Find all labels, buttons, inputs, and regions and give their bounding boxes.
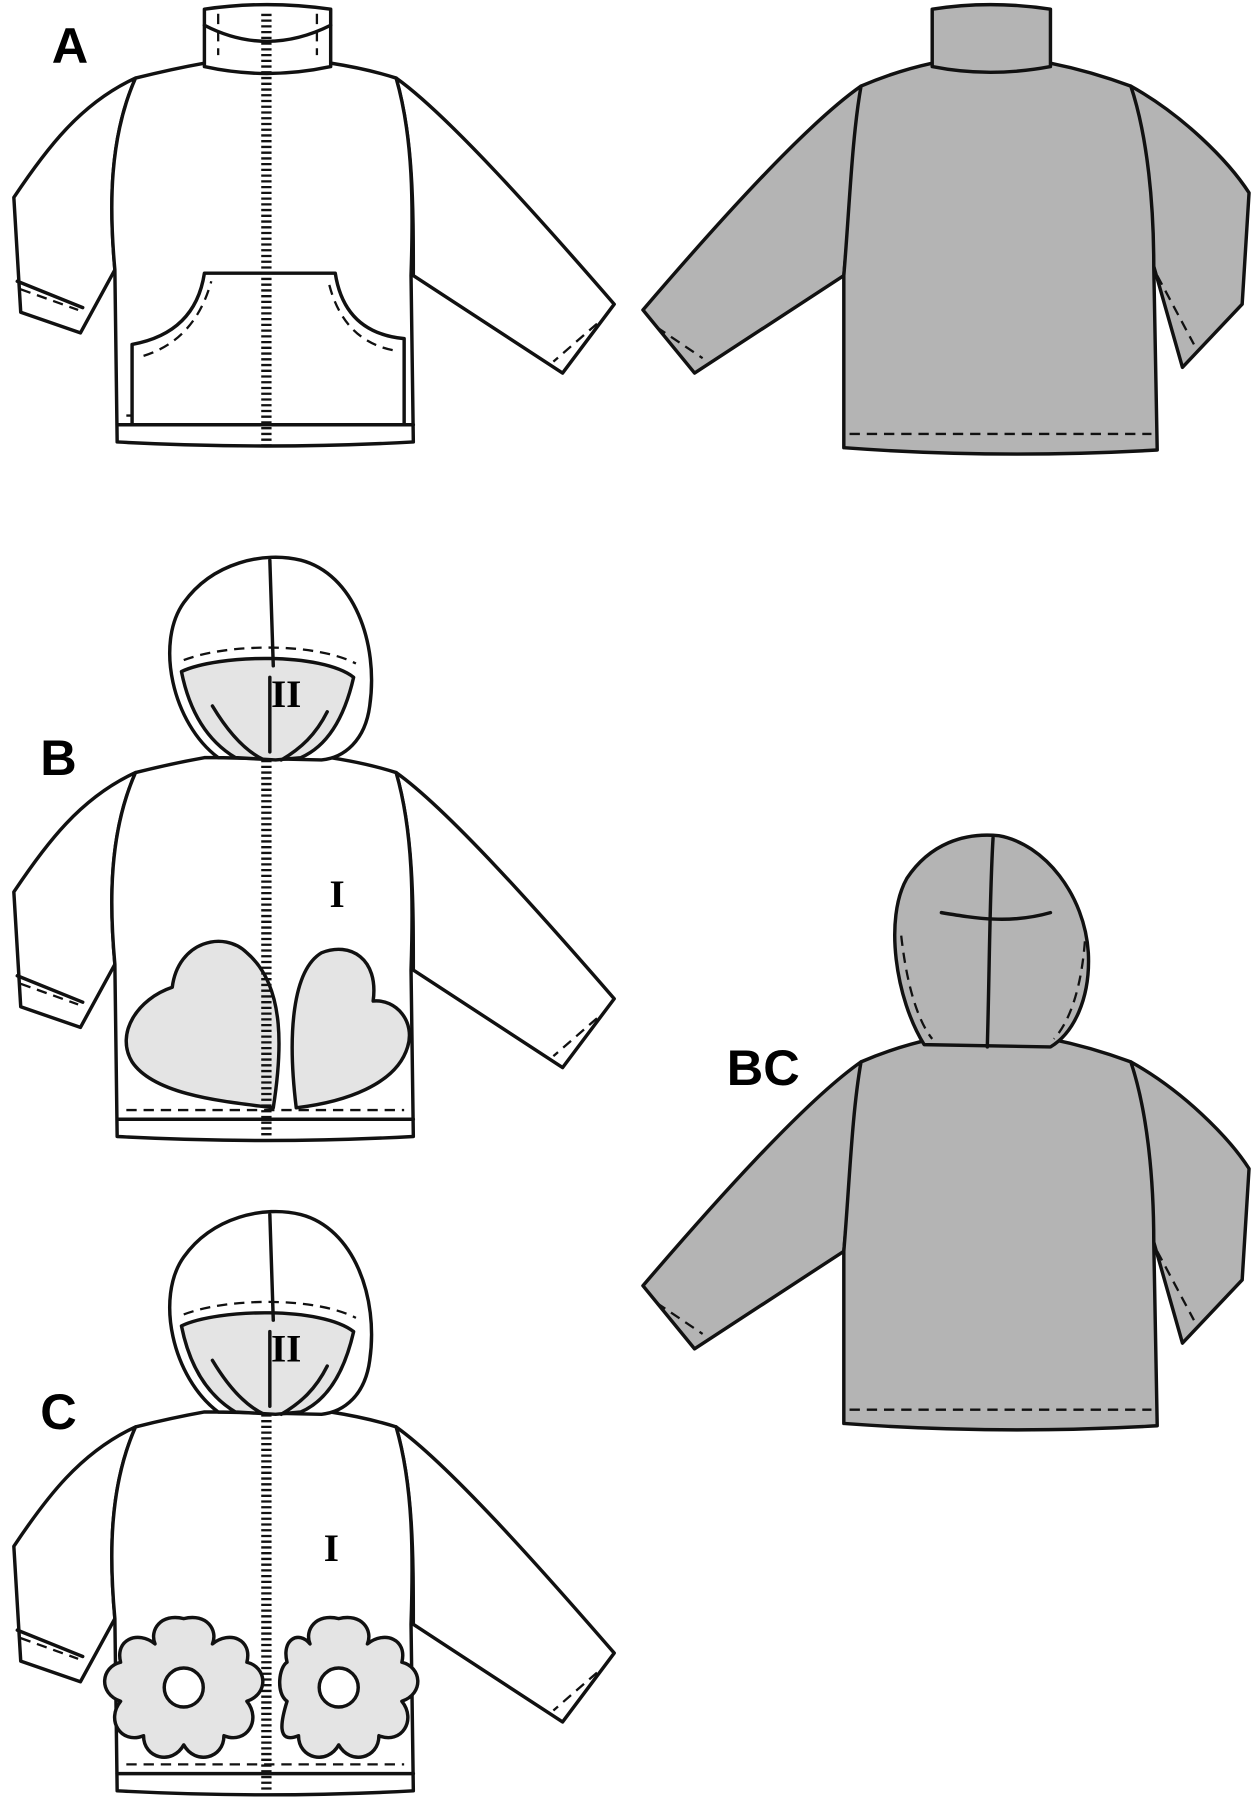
hood-mark-b: II xyxy=(271,673,301,716)
view-a-back xyxy=(641,2,1251,456)
view-label-c: C xyxy=(40,1383,76,1440)
view-label-a: A xyxy=(52,17,88,74)
hood-mark-c: II xyxy=(271,1327,301,1370)
view-b-front: B I II xyxy=(12,555,616,1143)
view-a-front: A xyxy=(12,2,616,448)
body-mark-b: I xyxy=(330,873,345,916)
view-label-bc: BC xyxy=(727,1039,800,1096)
view-label-b: B xyxy=(40,729,76,786)
flower-pocket-left xyxy=(103,1615,265,1759)
view-bc-back: BC xyxy=(641,833,1251,1432)
body-mark-c: I xyxy=(324,1527,339,1570)
flower-pocket-right xyxy=(278,1615,420,1759)
view-c-front: C I II xyxy=(12,1209,616,1797)
